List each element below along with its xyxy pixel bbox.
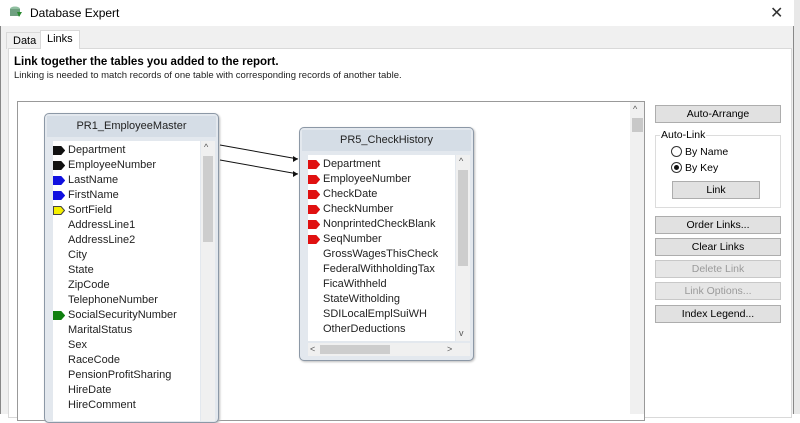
field-label: ZipCode (68, 279, 110, 291)
field-label: SortField (68, 204, 113, 216)
index-flag-icon (53, 206, 65, 215)
field-label: SDILocalEmplSuiWH (323, 308, 427, 320)
background-window-edge (794, 0, 800, 414)
field-list-scroll-thumb[interactable] (203, 156, 213, 242)
index-flag-icon (53, 176, 65, 185)
field-label: Department (323, 158, 381, 170)
links-heading: Link together the tables you added to th… (14, 56, 279, 68)
index-flag-icon (308, 190, 320, 199)
radio-selected-icon (671, 162, 682, 173)
scroll-up-icon[interactable]: ^ (459, 156, 464, 166)
index-flag-icon (53, 311, 65, 320)
field-label: FicaWithheld (323, 278, 387, 290)
delete-link-button[interactable]: Delete Link (655, 260, 781, 278)
field-label: Department (68, 144, 126, 156)
field-label: State (68, 264, 94, 276)
scroll-right-icon[interactable]: > (447, 344, 453, 354)
field-label: CheckDate (323, 188, 378, 200)
field-label: LastName (68, 174, 119, 186)
canvas-vertical-scrollbar[interactable] (630, 102, 644, 414)
index-flag-icon (308, 235, 320, 244)
canvas-scroll-thumb[interactable] (632, 118, 643, 132)
field-label: CheckNumber (323, 203, 394, 215)
field-label: SocialSecurityNumber (68, 309, 177, 321)
auto-link-group (655, 135, 781, 208)
by-key-label: By Key (685, 162, 719, 174)
field-label: FederalWithholdingTax (323, 263, 435, 275)
radio-icon (671, 146, 682, 157)
index-flag-icon (308, 220, 320, 229)
field-label: EmployeeNumber (323, 173, 412, 185)
links-description: Linking is needed to match records of on… (14, 70, 402, 81)
field-label: StateWitholding (323, 293, 401, 305)
index-flag-icon (53, 146, 65, 155)
tab-data[interactable]: Data (6, 32, 44, 49)
index-flag-icon (308, 160, 320, 169)
field-label: GrossWagesThisCheck (323, 248, 439, 260)
by-key-radio[interactable]: By Key (671, 162, 718, 174)
field-label: SeqNumber (323, 233, 382, 245)
by-name-label: By Name (685, 146, 729, 158)
auto-arrange-button[interactable]: Auto-Arrange (655, 105, 781, 123)
tab-links[interactable]: Links (40, 30, 80, 49)
horizontal-scroll-thumb[interactable] (320, 345, 390, 354)
scroll-up-icon[interactable]: ^ (204, 142, 209, 152)
field-label: Sex (68, 339, 87, 351)
table-title: PR5_CheckHistory (302, 130, 471, 151)
field-list-scroll-thumb[interactable] (458, 170, 468, 266)
clear-links-button[interactable]: Clear Links (655, 238, 781, 256)
database-expert-icon (10, 6, 22, 17)
scroll-left-icon[interactable]: < (310, 344, 316, 354)
index-legend-button[interactable]: Index Legend... (655, 305, 781, 323)
field-label: OtherDeductions (323, 323, 406, 335)
field-label: TelephoneNumber (68, 294, 158, 306)
order-links-button[interactable]: Order Links... (655, 216, 781, 234)
field-label: EmployeeNumber (68, 159, 157, 171)
index-flag-icon (53, 191, 65, 200)
title-bar: Database Expert ✕ (0, 0, 794, 26)
index-flag-icon (308, 205, 320, 214)
field-label: City (68, 249, 87, 261)
link-options-button[interactable]: Link Options... (655, 282, 781, 300)
scroll-down-icon[interactable]: v (459, 328, 464, 338)
field-label: MaritalStatus (68, 324, 133, 336)
field-label: AddressLine2 (68, 234, 136, 246)
index-flag-icon (308, 175, 320, 184)
scroll-up-icon[interactable]: ^ (633, 104, 638, 114)
index-flag-icon (53, 161, 65, 170)
table-title: PR1_EmployeeMaster (47, 116, 216, 137)
close-icon[interactable]: ✕ (770, 5, 784, 22)
link-button[interactable]: Link (672, 181, 760, 199)
field-label: HireDate (68, 384, 112, 396)
field-label: NonprintedCheckBlank (323, 218, 436, 230)
window-title: Database Expert (30, 6, 120, 20)
field-label: HireComment (68, 399, 136, 411)
field-label: FirstName (68, 189, 119, 201)
field-label: RaceCode (68, 354, 120, 366)
field-label: AddressLine1 (68, 219, 136, 231)
by-name-radio[interactable]: By Name (671, 146, 728, 158)
auto-link-label: Auto-Link (660, 129, 707, 141)
field-label: PensionProfitSharing (68, 369, 172, 381)
